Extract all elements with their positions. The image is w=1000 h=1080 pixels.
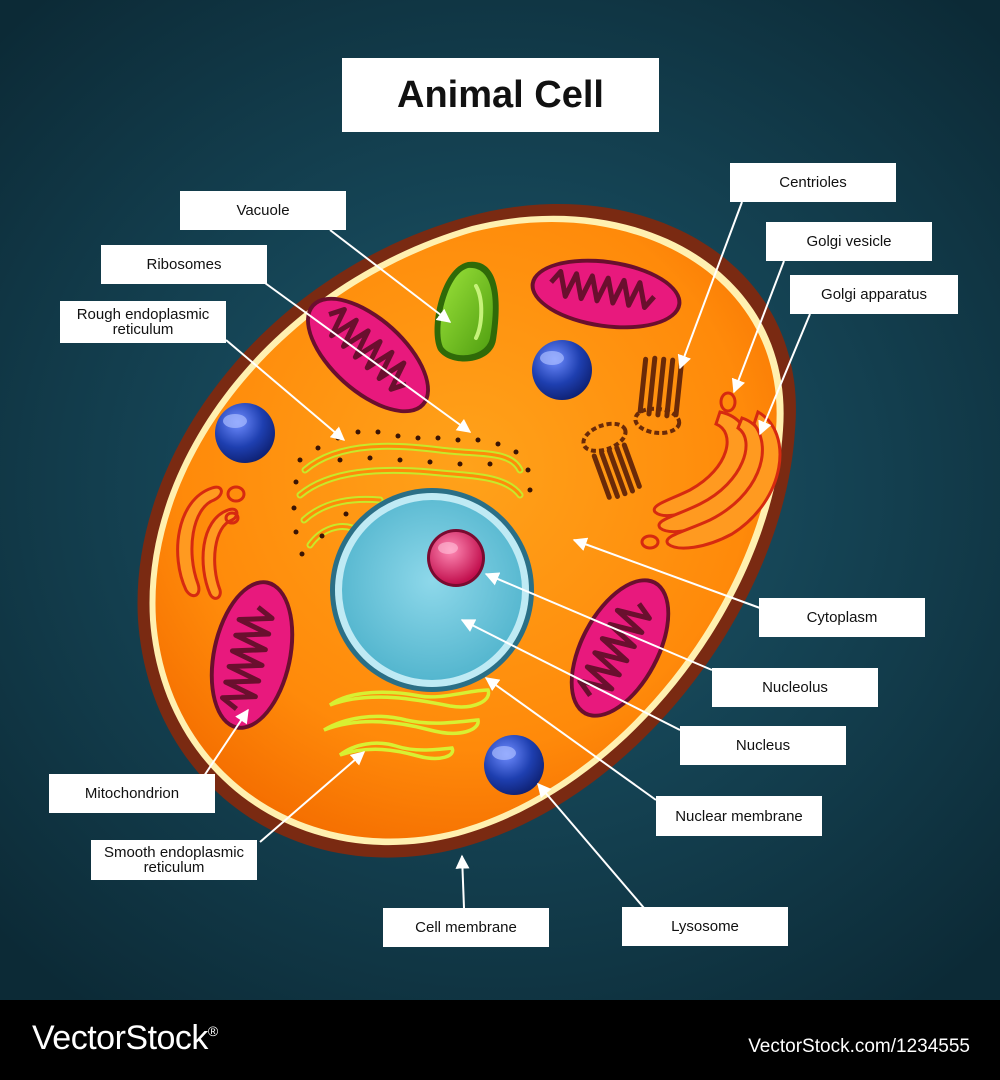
label-golgi-vesicle: Golgi vesicle (766, 222, 932, 261)
arrow-centrioles (677, 201, 743, 370)
label-nucleolus: Nucleolus (712, 668, 878, 707)
vectorstock-logo: VectorStock® (32, 1019, 218, 1057)
footer-bar (0, 1000, 1000, 1080)
label-cell-membrane: Cell membrane (383, 908, 549, 947)
page-title: Animal Cell (342, 58, 659, 132)
mitochondrion-top-left (306, 296, 430, 414)
centriole-1 (633, 355, 684, 436)
lysosome-3 (484, 735, 544, 795)
arrow-nucleus (460, 619, 681, 731)
mitochondrion-right (569, 578, 671, 718)
vacuole (434, 261, 499, 362)
nucleus (330, 488, 534, 692)
golgi-left (176, 485, 246, 600)
arrow-golgi-vesicle (731, 260, 785, 394)
animal-cell-diagram (137, 201, 811, 909)
golgi-apparatus (640, 391, 782, 550)
arrow-nucleolus (484, 572, 713, 671)
arrow-mitochondrion (203, 708, 249, 777)
label-nuclear-membrane: Nuclear membrane (656, 796, 822, 836)
arrow-nuclear-membrane (484, 677, 657, 801)
label-cytoplasm: Cytoplasm (759, 598, 925, 637)
label-nucleus: Nucleus (680, 726, 846, 765)
leader-arrows (203, 201, 811, 909)
lysosome-1 (532, 340, 592, 400)
lysosome-2 (215, 403, 275, 463)
arrow-rough-er (225, 339, 346, 441)
centriole-2 (581, 421, 642, 500)
nucleolus (427, 529, 485, 587)
arrow-vacuole (329, 229, 452, 323)
mitochondrion-top-right (530, 258, 682, 330)
label-centrioles: Centrioles (730, 163, 896, 202)
label-vacuole: Vacuole (180, 191, 346, 230)
arrow-ribosomes (264, 282, 472, 433)
mitochondrion-left (209, 580, 295, 730)
arrow-golgi-apparatus (758, 313, 811, 436)
arrow-cytoplasm (572, 537, 761, 609)
arrow-smooth-er (259, 751, 366, 843)
arrow-cell-membrane (455, 854, 470, 909)
label-rough-er: Rough endoplasmic reticulum (60, 301, 226, 343)
rough-endoplasmic-reticulum (291, 429, 533, 557)
label-golgi-apparatus: Golgi apparatus (790, 275, 958, 314)
label-mitochondrion: Mitochondrion (49, 774, 215, 813)
stock-id: VectorStock.com/1234555 (748, 1036, 970, 1057)
label-ribosomes: Ribosomes (101, 245, 267, 284)
arrow-lysosome (537, 782, 645, 909)
label-smooth-er: Smooth endoplasmic reticulum (91, 840, 257, 880)
label-lysosome: Lysosome (622, 907, 788, 946)
